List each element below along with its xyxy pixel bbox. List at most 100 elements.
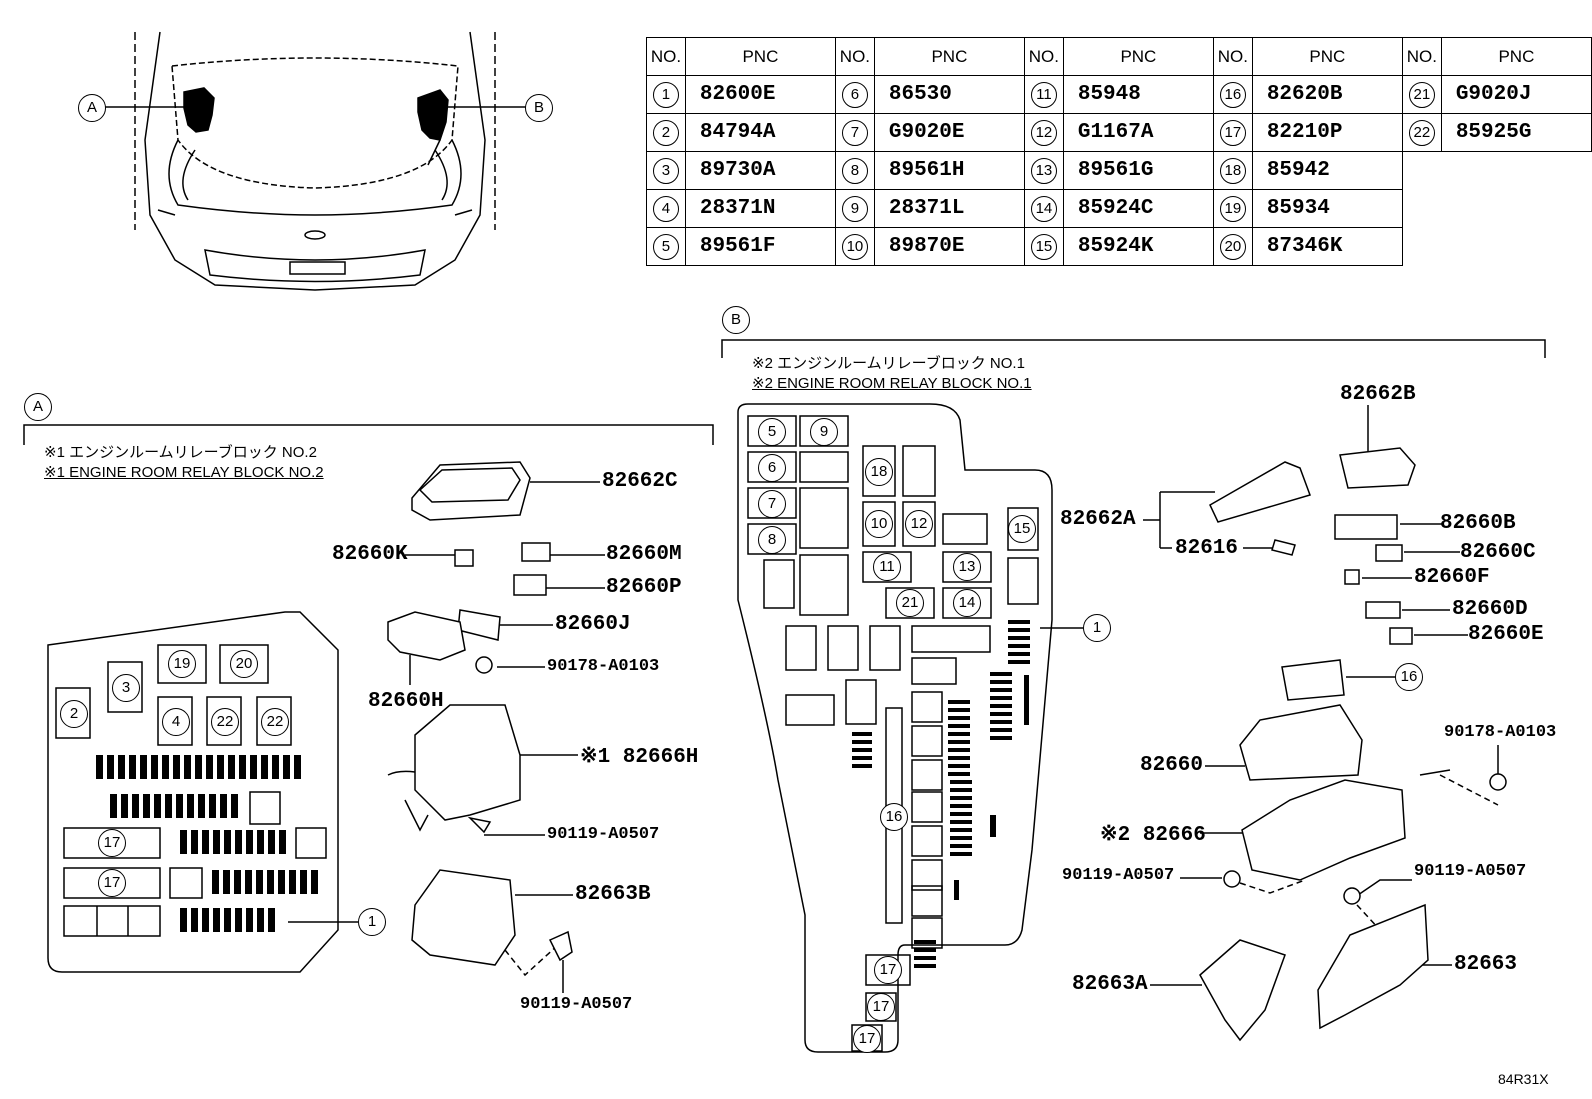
row-no: 22 bbox=[1401, 113, 1442, 152]
fuse-mark bbox=[990, 736, 1012, 740]
fuse-mark bbox=[852, 756, 872, 760]
row-no: 11 bbox=[1023, 75, 1064, 114]
fuse-mark bbox=[202, 908, 209, 932]
pnc-table: NO. PNC NO. PNC NO. PNC NO. PNC NO. PNC … bbox=[646, 37, 1592, 266]
fuse-mark bbox=[300, 870, 307, 894]
part-82662C: 82662C bbox=[602, 470, 678, 493]
fuse-mark bbox=[950, 820, 972, 824]
fuse-mark bbox=[950, 780, 972, 784]
fuse-mark bbox=[213, 908, 220, 932]
slot-a-4: 4 bbox=[162, 708, 190, 736]
fuse-mark bbox=[268, 830, 275, 854]
empty-cell bbox=[1402, 152, 1441, 190]
fuse-mark bbox=[176, 794, 183, 818]
section-b-note-jp: ※2 エンジンルームリレーブロック NO.1 bbox=[752, 355, 1025, 372]
fuse-mark bbox=[1008, 644, 1030, 648]
slot-b-7: 7 bbox=[758, 490, 786, 518]
fuse-mark bbox=[852, 764, 872, 768]
fuse-mark bbox=[217, 755, 224, 779]
slot-b-17a: 17 bbox=[874, 956, 902, 984]
fuse-mark bbox=[121, 794, 128, 818]
slot-b-10: 10 bbox=[865, 510, 893, 538]
row-pnc: 89870E bbox=[873, 227, 1025, 266]
fuse-mark bbox=[950, 836, 972, 840]
fuse-mark bbox=[948, 740, 970, 744]
fuse-mark bbox=[191, 830, 198, 854]
header-pnc: PNC bbox=[873, 37, 1025, 76]
empty-cell bbox=[1441, 190, 1591, 228]
row-pnc: 87346K bbox=[1251, 227, 1403, 266]
section-b-bracket bbox=[721, 339, 1546, 358]
fuse-mark bbox=[990, 815, 996, 837]
fuse-mark bbox=[132, 794, 139, 818]
fuse-mark bbox=[1024, 675, 1029, 725]
fuse-mark bbox=[261, 755, 268, 779]
fuse-mark bbox=[143, 794, 150, 818]
fuse-mark bbox=[209, 794, 216, 818]
fuse-mark bbox=[990, 672, 1012, 676]
row-pnc: G1167A bbox=[1062, 113, 1214, 152]
fuse-mark bbox=[154, 794, 161, 818]
fuse-mark bbox=[162, 755, 169, 779]
fuse-mark bbox=[202, 830, 209, 854]
row-pnc: 85924K bbox=[1062, 227, 1214, 266]
slot-b-11: 11 bbox=[873, 553, 901, 581]
fuse-mark bbox=[990, 680, 1012, 684]
fuse-mark bbox=[223, 870, 230, 894]
section-a-bracket bbox=[23, 424, 714, 445]
part-82660F: 82660F bbox=[1414, 566, 1490, 589]
relay-block-no1-outline bbox=[737, 403, 1053, 1053]
section-b-callout-16: 16 bbox=[1395, 663, 1423, 691]
fuse-mark bbox=[198, 794, 205, 818]
table-header-row: NO. PNC NO. PNC NO. PNC NO. PNC NO. PNC bbox=[646, 37, 1592, 76]
fuse-mark bbox=[950, 828, 972, 832]
part-82660B: 82660B bbox=[1440, 512, 1516, 535]
number-circle: 14 bbox=[1030, 195, 1057, 222]
number-circle: 2 bbox=[652, 119, 679, 146]
row-no: 19 bbox=[1212, 189, 1253, 228]
fuse-mark bbox=[948, 716, 970, 720]
row-no: 3 bbox=[646, 151, 686, 190]
row-pnc: 85925G bbox=[1440, 113, 1592, 152]
header-pnc: PNC bbox=[1062, 37, 1214, 76]
fuse-mark bbox=[294, 755, 301, 779]
number-circle: 1 bbox=[652, 81, 679, 108]
slot-b-18: 18 bbox=[865, 458, 893, 486]
fuse-mark bbox=[212, 870, 219, 894]
slot-b-8: 8 bbox=[758, 526, 786, 554]
row-no: 7 bbox=[834, 113, 875, 152]
number-circle: 9 bbox=[841, 195, 868, 222]
number-circle: 13 bbox=[1030, 157, 1057, 184]
empty-cell bbox=[1402, 190, 1441, 228]
fuse-mark bbox=[914, 964, 936, 968]
slot-a-19: 19 bbox=[168, 650, 196, 678]
number-circle: 20 bbox=[1219, 233, 1246, 260]
row-pnc: 84794A bbox=[684, 113, 836, 152]
row-pnc: 85934 bbox=[1251, 189, 1403, 228]
row-pnc: G9020E bbox=[873, 113, 1025, 152]
slot-a-20: 20 bbox=[230, 650, 258, 678]
part-82660K: 82660K bbox=[332, 543, 408, 566]
fuse-mark bbox=[257, 830, 264, 854]
part-82660M: 82660M bbox=[606, 543, 682, 566]
number-circle: 12 bbox=[1030, 119, 1057, 146]
row-pnc: 85924C bbox=[1062, 189, 1214, 228]
section-a-note-jp: ※1 エンジンルームリレーブロック NO.2 bbox=[44, 444, 317, 461]
part-90119-A0507-a2: 90119-A0507 bbox=[520, 995, 633, 1014]
row-pnc: 82600E bbox=[684, 75, 836, 114]
fuse-mark bbox=[257, 908, 264, 932]
fuse-mark bbox=[228, 755, 235, 779]
part-90119-A0507-b1: 90119-A0507 bbox=[1062, 866, 1175, 885]
fuse-mark bbox=[272, 755, 279, 779]
part-82660H: 82660H bbox=[368, 690, 444, 713]
header-pnc: PNC bbox=[1251, 37, 1403, 76]
fuse-mark bbox=[948, 756, 970, 760]
fuse-mark bbox=[990, 688, 1012, 692]
fuse-mark bbox=[1008, 636, 1030, 640]
part-82663A: 82663A bbox=[1072, 973, 1148, 996]
fuse-mark bbox=[151, 755, 158, 779]
part-82666: ※2 82666 bbox=[1100, 824, 1206, 847]
fuse-mark bbox=[990, 696, 1012, 700]
empty-cell bbox=[1441, 228, 1591, 266]
fuse-mark bbox=[1008, 620, 1030, 624]
